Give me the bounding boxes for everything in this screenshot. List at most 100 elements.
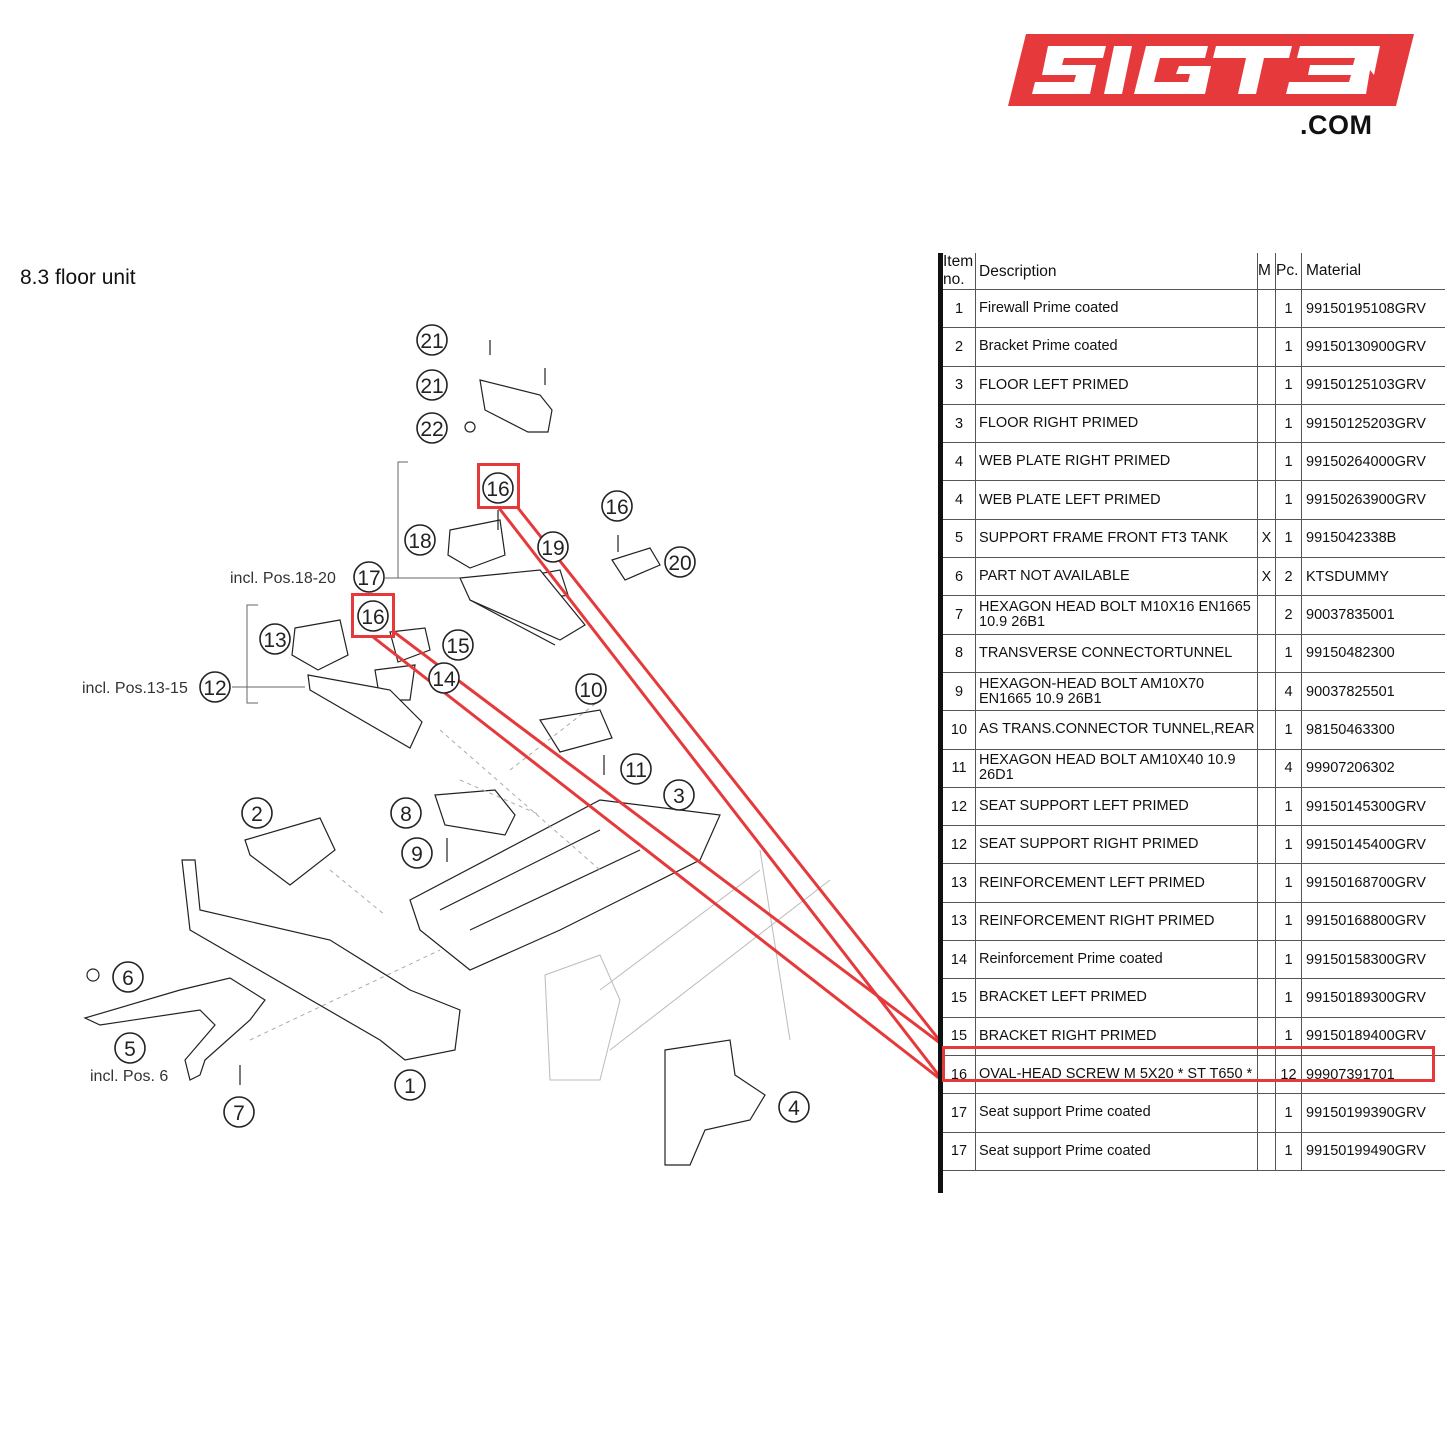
cell-m: X (1257, 557, 1276, 597)
cell-pc: 1 (1275, 1017, 1302, 1056)
cell-m (1257, 787, 1276, 827)
cell-m (1257, 1093, 1276, 1133)
cell-m (1257, 863, 1276, 903)
cell-pc: 1 (1275, 863, 1302, 903)
cell-material: 99907391701 (1301, 1055, 1445, 1095)
cell-m (1257, 289, 1276, 329)
cell-material: 99150145400GRV (1301, 825, 1445, 865)
cell-description: TRANSVERSE CONNECTORTUNNEL (975, 634, 1258, 673)
cell-item-no: 4 (943, 442, 976, 482)
table-header-row: Item no. Description M Pc. Material (943, 253, 1445, 290)
cell-m (1257, 327, 1276, 367)
callout-label: 22 (420, 418, 443, 441)
cell-material: 99150130900GRV (1301, 327, 1445, 367)
cell-description: PART NOT AVAILABLE (975, 557, 1258, 597)
cell-material: 99150168800GRV (1301, 902, 1445, 942)
cell-material: 99150199490GRV (1301, 1132, 1445, 1171)
cell-pc: 1 (1275, 366, 1302, 405)
callout-label: 13 (263, 629, 286, 652)
cell-pc: 1 (1275, 442, 1302, 482)
cell-pc: 1 (1275, 978, 1302, 1018)
cell-description: Reinforcement Prime coated (975, 940, 1258, 980)
cell-m (1257, 1017, 1276, 1056)
cell-material: 90037825501 (1301, 672, 1445, 712)
cell-item-no: 8 (943, 634, 976, 673)
cell-pc: 2 (1275, 595, 1302, 635)
cell-pc: 2 (1275, 557, 1302, 597)
cell-item-no: 16 (943, 1055, 976, 1095)
cell-pc: 1 (1275, 480, 1302, 520)
note-pos13-15: incl. Pos.13-15 (82, 680, 188, 697)
note-pos6: incl. Pos. 6 (90, 1068, 168, 1085)
callout-21a (416, 324, 448, 356)
cell-description: WEB PLATE RIGHT PRIMED (975, 442, 1258, 482)
cell-description: AS TRANS.CONNECTOR TUNNEL,REAR (975, 710, 1258, 750)
callout-label: 21 (420, 375, 443, 398)
cell-pc: 4 (1275, 749, 1302, 788)
cell-m (1257, 634, 1276, 673)
cell-pc: 1 (1275, 404, 1302, 444)
cell-m (1257, 749, 1276, 788)
cell-item-no: 12 (943, 825, 976, 865)
callout-label: 16 (361, 606, 384, 629)
cell-pc: 1 (1275, 787, 1302, 827)
table-left-rule (938, 253, 943, 1193)
callout-label: 16 (486, 478, 509, 501)
callout-label: 12 (203, 677, 226, 700)
cell-description: BRACKET LEFT PRIMED (975, 978, 1258, 1018)
parts-drawing (83, 340, 766, 1166)
callout-label: 1 (404, 1075, 416, 1098)
cell-pc: 1 (1275, 1132, 1302, 1171)
highlight-callout-16-left (351, 593, 395, 638)
cell-description: HEXAGON HEAD BOLT M10X16 EN1665 10.9 26B… (975, 595, 1258, 635)
cell-m (1257, 1055, 1276, 1095)
header-m: M (1257, 253, 1276, 290)
cell-item-no: 6 (943, 557, 976, 597)
cell-material: 99150145300GRV (1301, 787, 1445, 827)
background-structure (544, 849, 831, 1081)
callouts: 21 21 22 16 16 18 19 20 17 16 13 15 14 1… (112, 324, 810, 1128)
cell-m (1257, 1132, 1276, 1171)
cell-m (1257, 404, 1276, 444)
cell-item-no: 17 (943, 1132, 976, 1171)
cell-description: Firewall Prime coated (975, 289, 1258, 329)
callout-label: 18 (408, 530, 431, 553)
cell-item-no: 3 (943, 366, 976, 405)
header-description: Description (975, 253, 1258, 290)
cell-pc: 1 (1275, 327, 1302, 367)
cell-material: 90037835001 (1301, 595, 1445, 635)
callout-label: 15 (446, 635, 469, 658)
cell-description: Bracket Prime coated (975, 327, 1258, 367)
cell-item-no: 7 (943, 595, 976, 635)
cell-item-no: 17 (943, 1093, 976, 1133)
cell-material: 99150263900GRV (1301, 480, 1445, 520)
cell-pc: 1 (1275, 519, 1302, 559)
cell-m (1257, 902, 1276, 942)
callout-label: 14 (432, 668, 456, 691)
callout-label: 20 (668, 552, 691, 575)
callout-label: 21 (420, 330, 443, 353)
cell-pc: 1 (1275, 634, 1302, 673)
cell-m (1257, 442, 1276, 482)
highlight-callout-16-top (477, 463, 520, 509)
cell-item-no: 13 (943, 902, 976, 942)
cell-item-no: 3 (943, 404, 976, 444)
highlight-connectors (372, 507, 940, 1081)
callout-label: 2 (251, 803, 263, 826)
cell-pc: 1 (1275, 1093, 1302, 1133)
cell-description: HEXAGON-HEAD BOLT AM10X70 EN1665 10.9 26… (975, 672, 1258, 712)
cell-material: 99150195108GRV (1301, 289, 1445, 329)
header-pc: Pc. (1275, 253, 1302, 290)
cell-description: SEAT SUPPORT LEFT PRIMED (975, 787, 1258, 827)
